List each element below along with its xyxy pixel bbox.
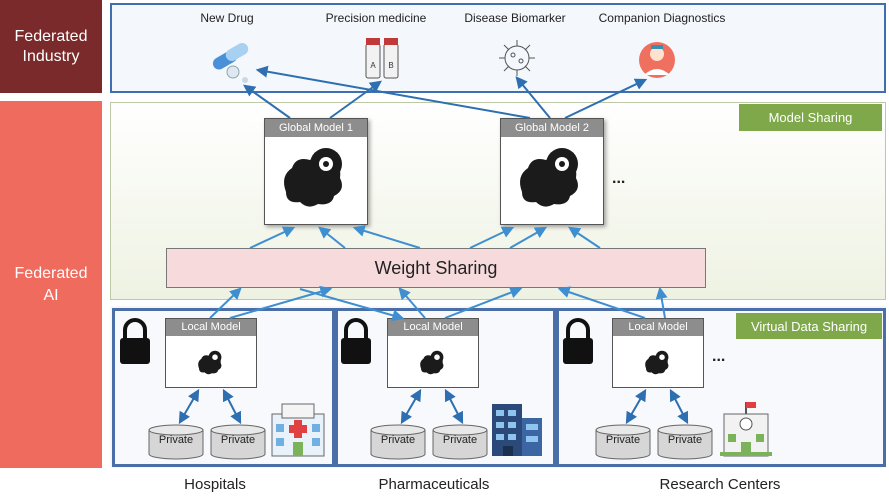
more-global-models-ellipsis: ... bbox=[612, 170, 626, 187]
label-research-centers: Research Centers bbox=[659, 476, 781, 493]
weight-sharing-bar: Weight Sharing bbox=[166, 248, 706, 288]
federated-ai-label: Federated AI bbox=[0, 101, 102, 468]
local-model-research-centers-title: Local Model bbox=[613, 319, 703, 336]
global-model-2-title: Global Model 2 bbox=[501, 119, 603, 137]
private-db-hospitals-2: Private bbox=[210, 424, 266, 460]
model-sharing-tag: Model Sharing bbox=[739, 104, 882, 131]
local-model-hospitals: Local Model bbox=[165, 318, 257, 388]
industry-label-new-drug: New Drug bbox=[200, 11, 254, 25]
private-db-research-centers-2: Private bbox=[657, 424, 713, 460]
private-db-research-centers-1: Private bbox=[595, 424, 651, 460]
private-db-label: Private bbox=[605, 434, 641, 446]
virtual-data-sharing-tag: Virtual Data Sharing bbox=[736, 313, 882, 339]
private-db-pharmaceuticals-1: Private bbox=[370, 424, 426, 460]
label-pharmaceuticals: Pharmaceuticals bbox=[378, 476, 490, 493]
private-db-pharmaceuticals-2: Private bbox=[432, 424, 488, 460]
global-model-1-box: Global Model 1 bbox=[264, 118, 368, 225]
industry-label-disease-biomarker: Disease Biomarker bbox=[464, 11, 566, 25]
private-db-label: Private bbox=[380, 434, 416, 446]
global-model-1-title: Global Model 1 bbox=[265, 119, 367, 137]
private-db-label: Private bbox=[667, 434, 703, 446]
local-model-research-centers: Local Model bbox=[612, 318, 704, 388]
private-db-label: Private bbox=[158, 434, 194, 446]
local-model-pharmaceuticals-title: Local Model bbox=[388, 319, 478, 336]
industry-label-companion-diagnostics: Companion Diagnostics bbox=[598, 11, 726, 25]
federated-industry-label: Federated Industry bbox=[0, 0, 102, 93]
private-db-label: Private bbox=[442, 434, 478, 446]
local-model-hospitals-title: Local Model bbox=[166, 319, 256, 336]
global-model-2-box: Global Model 2 bbox=[500, 118, 604, 225]
label-hospitals: Hospitals bbox=[184, 476, 246, 493]
more-local-models-ellipsis: ... bbox=[712, 348, 726, 365]
private-db-label: Private bbox=[220, 434, 256, 446]
local-model-pharmaceuticals: Local Model bbox=[387, 318, 479, 388]
industry-label-precision-medicine: Precision medicine bbox=[325, 11, 427, 25]
private-db-hospitals-1: Private bbox=[148, 424, 204, 460]
